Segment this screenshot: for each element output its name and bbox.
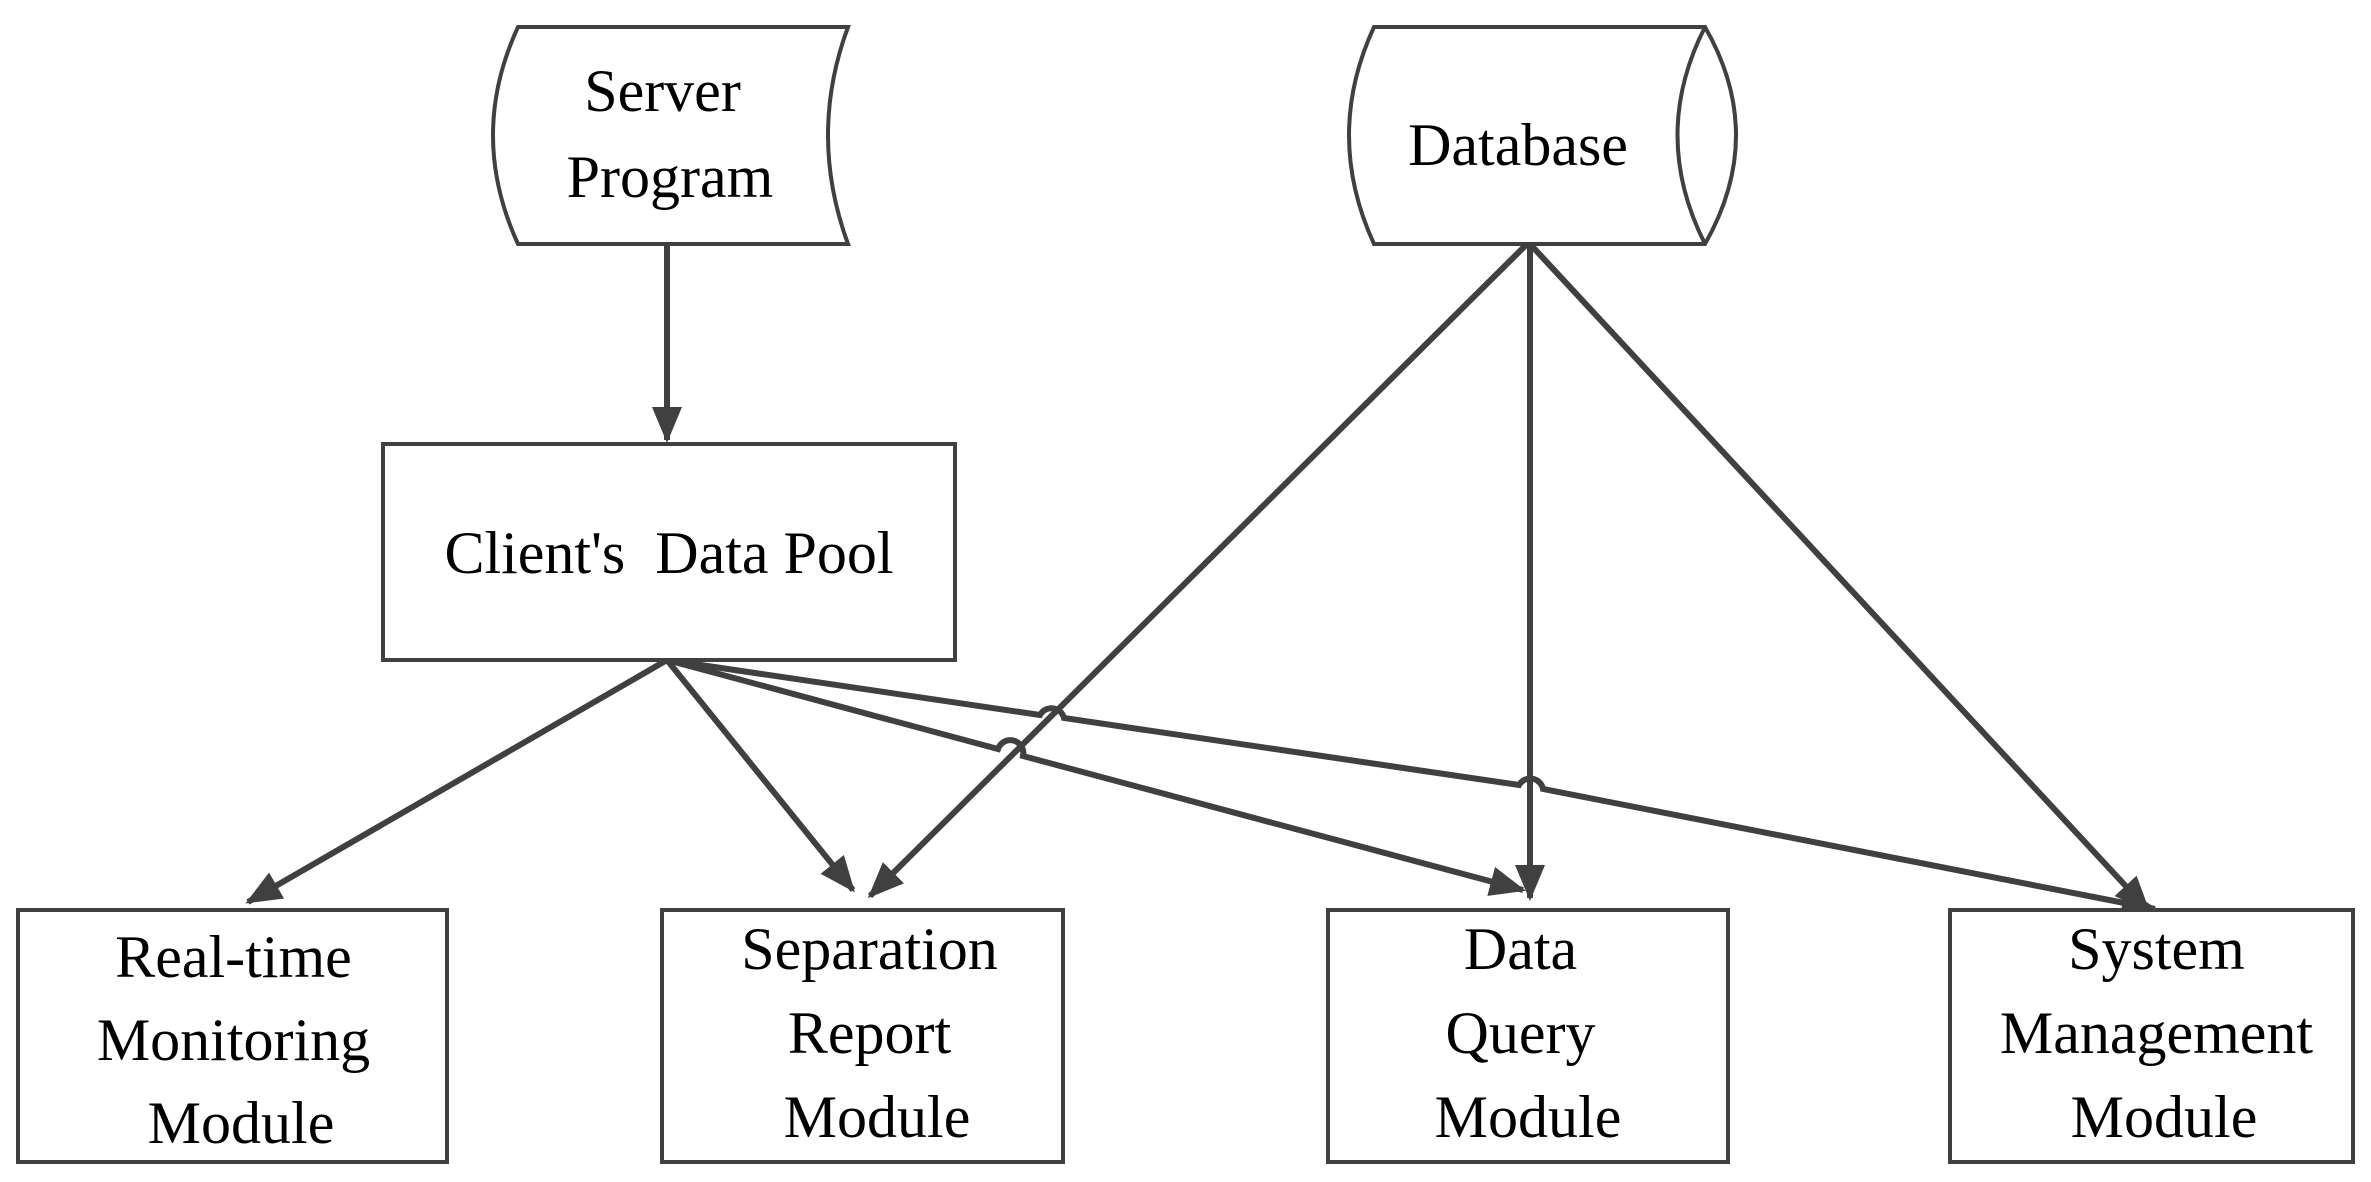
edge-datapool-to-systemmgmt [666, 657, 2158, 918]
edge-database-to-systemmgmt [1527, 241, 2151, 913]
dataquery-box [1326, 908, 1730, 1164]
svg-text:Real-time Monitoring: Real-time Monitoring Module [97, 924, 385, 1156]
datapool-box [381, 442, 957, 662]
dataquery-line-1: Data [1464, 916, 1577, 982]
svg-text:Separation Report: Separation Report Module [741, 916, 1013, 1150]
database-label: Database [1408, 112, 1628, 178]
systemmgmt-line-1: System [2068, 916, 2245, 982]
systemmgmt-line-3: Module [2071, 1084, 2258, 1150]
separation-line-3: Module [784, 1084, 971, 1150]
server-program-line-1: Server [584, 58, 741, 124]
edge-datapool-to-realtime [245, 657, 669, 905]
realtime-line-1: Real-time [115, 924, 352, 990]
separation-line-1: Separation [741, 916, 998, 982]
edge-database-to-separation [867, 241, 1530, 899]
node-database: Database [1347, 25, 1738, 246]
separation-line-2: Report [788, 1000, 952, 1066]
edge-datapool-to-dataquery [666, 657, 1526, 896]
datapool-label: Client's Data Pool [444, 520, 893, 586]
dataquery-line-3: Module [1435, 1084, 1622, 1150]
svg-text:Client's Data Pool: Client's Data Pool [444, 520, 893, 586]
svg-text:Server Program: Server Program [567, 58, 774, 210]
realtime-line-3: Module [148, 1090, 335, 1156]
node-system-management: System Management Module [1948, 908, 2355, 1164]
node-client-data-pool: Client's Data Pool [381, 442, 957, 662]
svg-text:Database: Database [1408, 112, 1628, 178]
systemmgmt-line-2: Management [2000, 1000, 2314, 1066]
edges [245, 241, 2158, 918]
database-inner-curve [1675, 26, 1707, 245]
separation-box [660, 908, 1065, 1164]
node-server-program: Server Program [491, 25, 851, 246]
node-separation-report: Separation Report Module [660, 908, 1065, 1164]
realtime-line-2: Monitoring [97, 1007, 370, 1073]
node-data-query: Data Query Module [1326, 908, 1730, 1164]
node-realtime-monitoring: Real-time Monitoring Module [16, 908, 449, 1164]
systemmgmt-box [1948, 908, 2355, 1164]
svg-text:Data Query Module: Data Query Module [1435, 916, 1622, 1150]
realtime-box [16, 908, 449, 1164]
stored-data-shape [491, 25, 851, 246]
svg-text:System Management: System Management Module [2000, 916, 2328, 1150]
edge-datapool-to-separation [664, 658, 856, 893]
server-program-line-2: Program [567, 144, 774, 210]
dataquery-line-2: Query [1446, 1000, 1596, 1066]
